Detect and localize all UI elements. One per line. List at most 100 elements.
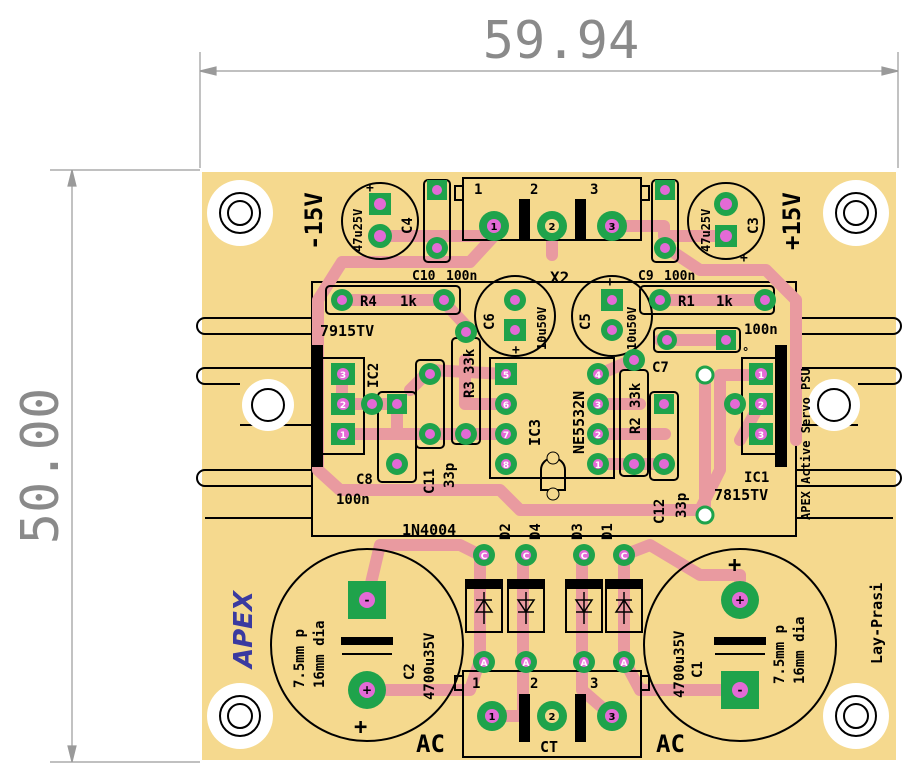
label-c7: C7 — [652, 360, 669, 376]
svg-text:16mm dia: 16mm dia — [792, 617, 808, 684]
label-lay: Lay-Prasi — [868, 583, 886, 664]
mount-hole-tl — [207, 180, 273, 246]
label-c5: C5 — [578, 313, 594, 330]
svg-text:C: C — [523, 552, 530, 562]
svg-text:+: + — [606, 275, 614, 290]
svg-text:1: 1 — [340, 431, 346, 441]
label-c3-value: 47u25V — [699, 209, 713, 252]
svg-text:+: + — [512, 343, 520, 358]
svg-text:1: 1 — [474, 182, 482, 198]
svg-text:1: 1 — [472, 676, 480, 692]
svg-text:1: 1 — [595, 461, 601, 471]
label-r2: R2 — [628, 417, 644, 434]
label-c12-value: 33p — [674, 493, 690, 518]
label-c12: C12 — [652, 499, 668, 524]
heatsink-hole-left — [242, 379, 294, 431]
mount-hole-bl — [207, 683, 273, 749]
svg-text:3: 3 — [609, 712, 616, 723]
svg-text:+: + — [735, 593, 745, 607]
svg-text:2: 2 — [549, 222, 556, 233]
dimension-height — [50, 169, 200, 763]
svg-text:2: 2 — [530, 676, 538, 692]
label-neg15: -15V — [300, 192, 328, 250]
label-r3-value: 33k — [462, 348, 478, 374]
heatsink-hole-right — [808, 379, 860, 431]
svg-text:7: 7 — [503, 431, 509, 441]
label-ic1-type: 7815TV — [714, 486, 768, 504]
label-c6-value: 10u50V — [535, 307, 549, 350]
svg-text:2: 2 — [549, 712, 556, 723]
label-c7-value: 100n — [744, 322, 778, 338]
svg-text:3: 3 — [595, 401, 601, 411]
label-c8-value: 100n — [336, 492, 370, 508]
label-r4: R4 — [360, 294, 377, 310]
svg-text:4: 4 — [595, 371, 601, 381]
dimension-width — [199, 52, 899, 168]
label-d3: D3 — [570, 523, 586, 540]
label-c2: C2 — [402, 663, 418, 680]
svg-text:+: + — [728, 553, 741, 578]
svg-text:2: 2 — [340, 401, 346, 411]
label-psu: APEX Active Servo PSU — [799, 368, 813, 520]
svg-text:A: A — [481, 659, 488, 669]
label-ic2-type: 7915TV — [320, 322, 374, 340]
svg-text:+: + — [366, 181, 374, 196]
pad-marks: 1 2 3 1 2 3 5 6 7 8 4 3 2 1 3 2 1 1 2 3 … — [340, 222, 764, 723]
label-pos15: +15V — [778, 192, 806, 250]
label-x2: X2 — [550, 268, 569, 287]
label-d4: D4 — [528, 523, 544, 540]
label-c1-value: 4700u35V — [672, 630, 688, 698]
svg-text:3: 3 — [590, 676, 598, 692]
svg-text:2: 2 — [758, 401, 764, 411]
svg-text:2: 2 — [595, 431, 601, 441]
svg-text:3: 3 — [340, 371, 346, 381]
label-c8: C8 — [356, 472, 373, 488]
diode-symbols — [474, 592, 634, 624]
mount-hole-tr — [823, 180, 889, 246]
label-c9-value: 100n — [664, 269, 695, 284]
label-ic1: IC1 — [744, 470, 769, 486]
svg-text:C: C — [581, 552, 588, 562]
svg-text:5: 5 — [503, 371, 509, 381]
svg-text:1: 1 — [491, 222, 498, 233]
svg-text:+: + — [362, 683, 372, 697]
label-ic3-type: NE5532N — [570, 391, 588, 454]
label-c2-value: 4700u35V — [422, 632, 438, 700]
svg-text:°: ° — [742, 345, 749, 359]
svg-text:+: + — [354, 715, 367, 740]
label-c4-value: 47u25V — [351, 209, 365, 252]
label-c11: C11 — [422, 469, 438, 494]
label-ac-right: AC — [656, 730, 685, 758]
label-r3: R3 — [462, 381, 478, 398]
label-ac-left: AC — [416, 730, 445, 758]
label-r1-value: 1k — [716, 294, 733, 310]
dimension-width-label: 59.94 — [483, 11, 640, 71]
svg-text:3: 3 — [609, 222, 616, 233]
svg-text:A: A — [523, 659, 530, 669]
label-c3: C3 — [746, 217, 762, 234]
svg-text:+: + — [740, 251, 748, 266]
svg-text:A: A — [581, 659, 588, 669]
label-ct: CT — [540, 738, 558, 756]
label-c10-value: 100n — [446, 269, 477, 284]
svg-text:6: 6 — [503, 401, 509, 411]
svg-text:8: 8 — [503, 461, 509, 471]
dimension-height-label: 50.00 — [11, 388, 71, 545]
svg-text:2: 2 — [530, 182, 538, 198]
svg-text:-: - — [738, 683, 743, 697]
svg-text:7.5mm p: 7.5mm p — [772, 625, 788, 684]
label-d1: D1 — [600, 523, 616, 540]
svg-text:3: 3 — [758, 431, 764, 441]
label-r1: R1 — [678, 294, 695, 310]
label-r2-value: 33k — [628, 382, 644, 408]
mount-hole-br — [823, 683, 889, 749]
svg-text:7.5mm p: 7.5mm p — [292, 629, 308, 688]
svg-text:-: - — [365, 593, 370, 607]
label-c11-value: 33p — [442, 463, 458, 488]
pads — [331, 180, 776, 731]
apex-logo: APEX — [229, 589, 259, 670]
svg-text:C: C — [621, 552, 628, 562]
label-c9: C9 — [638, 269, 654, 284]
label-c4: C4 — [400, 217, 416, 234]
